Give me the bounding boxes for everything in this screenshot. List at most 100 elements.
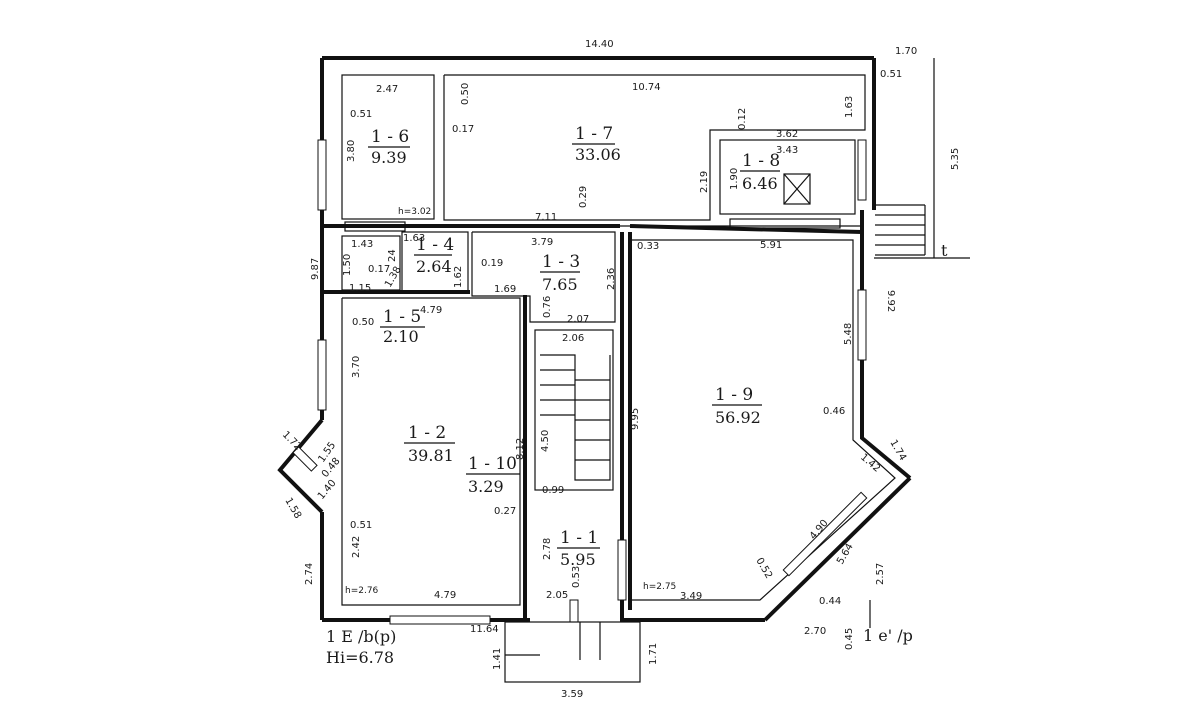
dim-033: 0.33	[637, 241, 659, 252]
dim-027: 0.27	[494, 506, 516, 517]
dim-right-height: 5.35	[950, 148, 961, 170]
dim-044: 0.44	[819, 596, 841, 607]
dim-370: 3.70	[351, 356, 362, 378]
room-area-1-1: 5.95	[560, 550, 596, 569]
dim-top-total: 14.40	[585, 39, 614, 50]
dim-163b: 1.63	[403, 233, 425, 244]
dim-053: 0.53	[571, 566, 582, 588]
dim-143: 1.43	[351, 239, 373, 250]
dim-479a: 4.79	[420, 305, 442, 316]
room-area-1-9: 56.92	[715, 408, 761, 427]
dim-362: 3.62	[776, 129, 798, 140]
ceiling-height-276: h=2.76	[345, 586, 379, 596]
dim-1164: 11.64	[470, 624, 499, 635]
dim-r6-height: 3.80	[346, 140, 357, 162]
dim-711: 7.11	[535, 212, 557, 223]
dim-017a: 0.17	[452, 124, 474, 135]
dim-236: 2.36	[606, 268, 617, 290]
room-id-1-7: 1 - 7	[575, 124, 613, 144]
dim-051b: 0.51	[880, 69, 902, 80]
ceiling-height-302: h=3.02	[398, 207, 431, 217]
room-id-1-1: 1 - 1	[560, 528, 598, 548]
dim-050b: 0.50	[352, 317, 374, 328]
room-id-1-5: 1 - 5	[383, 307, 421, 327]
room-area-1-7: 33.06	[575, 145, 621, 164]
dim-450: 4.50	[540, 430, 551, 452]
room-id-1-10: 1 - 10	[468, 454, 517, 474]
floor-label: 1 E /b(p)	[326, 627, 396, 646]
dim-343: 3.43	[776, 145, 798, 156]
room-id-1-8: 1 - 8	[742, 151, 780, 171]
room-area-1-4: 2.64	[416, 257, 452, 276]
dim-051a: 0.51	[350, 109, 372, 120]
room-labels: 1 - 6 9.39 1 - 7 33.06 1 - 8 6.46 1 - 4 …	[368, 124, 780, 569]
dim-591: 5.91	[760, 240, 782, 251]
dim-359: 3.59	[561, 689, 583, 700]
dim-099: 0.99	[542, 485, 564, 496]
dim-024: 24	[387, 249, 398, 262]
dim-115: 1.15	[349, 283, 371, 294]
dim-171: 1.71	[648, 643, 659, 665]
dim-206: 2.06	[562, 333, 584, 344]
room-id-1-9: 1 - 9	[715, 385, 753, 405]
dim-029: 0.29	[578, 186, 589, 208]
interior-staircase	[540, 354, 611, 481]
windows	[292, 139, 868, 625]
dim-top-right: 1.70	[895, 46, 917, 57]
dim-992: 9.92	[885, 290, 896, 312]
dim-242: 2.42	[351, 536, 362, 558]
room-id-1-4: 1 - 4	[416, 235, 454, 255]
dim-150: 1.50	[342, 254, 353, 276]
dim-257: 2.57	[875, 563, 886, 585]
room-id-1-3: 1 - 3	[542, 252, 580, 272]
dim-140: 1.40	[316, 478, 339, 502]
dim-045: 0.45	[844, 628, 855, 650]
dim-995: 9.95	[630, 408, 641, 430]
t-label: t	[941, 241, 948, 260]
room-area-1-10: 3.29	[468, 477, 504, 496]
dim-141: 1.41	[492, 648, 503, 670]
dim-169: 1.69	[494, 284, 516, 295]
dim-left-height: 9.87	[310, 258, 321, 280]
dim-548: 5.48	[843, 323, 854, 345]
dim-076: 0.76	[542, 296, 553, 318]
exterior-steps	[875, 204, 926, 256]
room-area-1-3: 7.65	[542, 275, 578, 294]
dim-270: 2.70	[804, 626, 826, 637]
corner-label: 1 e' /p	[863, 626, 913, 645]
dim-046: 0.46	[823, 406, 845, 417]
dim-r8-height: 1.90	[729, 168, 740, 190]
dim-479b: 4.79	[434, 590, 456, 601]
entrance-steps	[504, 621, 641, 683]
interior-walls	[322, 74, 896, 620]
dim-162: 1.62	[453, 266, 464, 288]
dim-349: 3.49	[680, 591, 702, 602]
dim-564: 5.64	[835, 542, 856, 567]
dim-052: 0.52	[753, 556, 774, 581]
vent-blocks	[344, 173, 841, 232]
room-area-1-8: 6.46	[742, 174, 778, 193]
hi-label: Hi=6.78	[326, 648, 394, 667]
plan-notes: h=3.02 h=2.76 h=2.75 1 E /b(p) Hi=6.78 1…	[326, 207, 948, 667]
dim-163a: 1.63	[844, 96, 855, 118]
dim-051c: 0.51	[350, 520, 372, 531]
dim-050: 0.50	[460, 83, 471, 105]
dim-274: 2.74	[304, 563, 315, 585]
room-id-1-6: 1 - 6	[371, 127, 409, 147]
dim-r6-width: 2.47	[376, 84, 398, 95]
dimension-lines	[869, 58, 970, 628]
ceiling-height-275: h=2.75	[643, 582, 676, 592]
room-id-1-2: 1 - 2	[408, 423, 446, 443]
room-area-1-6: 9.39	[371, 148, 407, 167]
room-area-1-5: 2.10	[383, 327, 419, 346]
dim-205: 2.05	[546, 590, 568, 601]
dim-219: 2.19	[699, 171, 710, 193]
dim-207: 2.07	[567, 314, 589, 325]
dim-379: 3.79	[531, 237, 553, 248]
dim-142: 1.42	[858, 452, 882, 475]
room-area-1-2: 39.81	[408, 446, 454, 465]
dim-278: 2.78	[542, 538, 553, 560]
dim-174: 1.74	[887, 438, 908, 463]
dim-012: 0.12	[737, 108, 748, 130]
